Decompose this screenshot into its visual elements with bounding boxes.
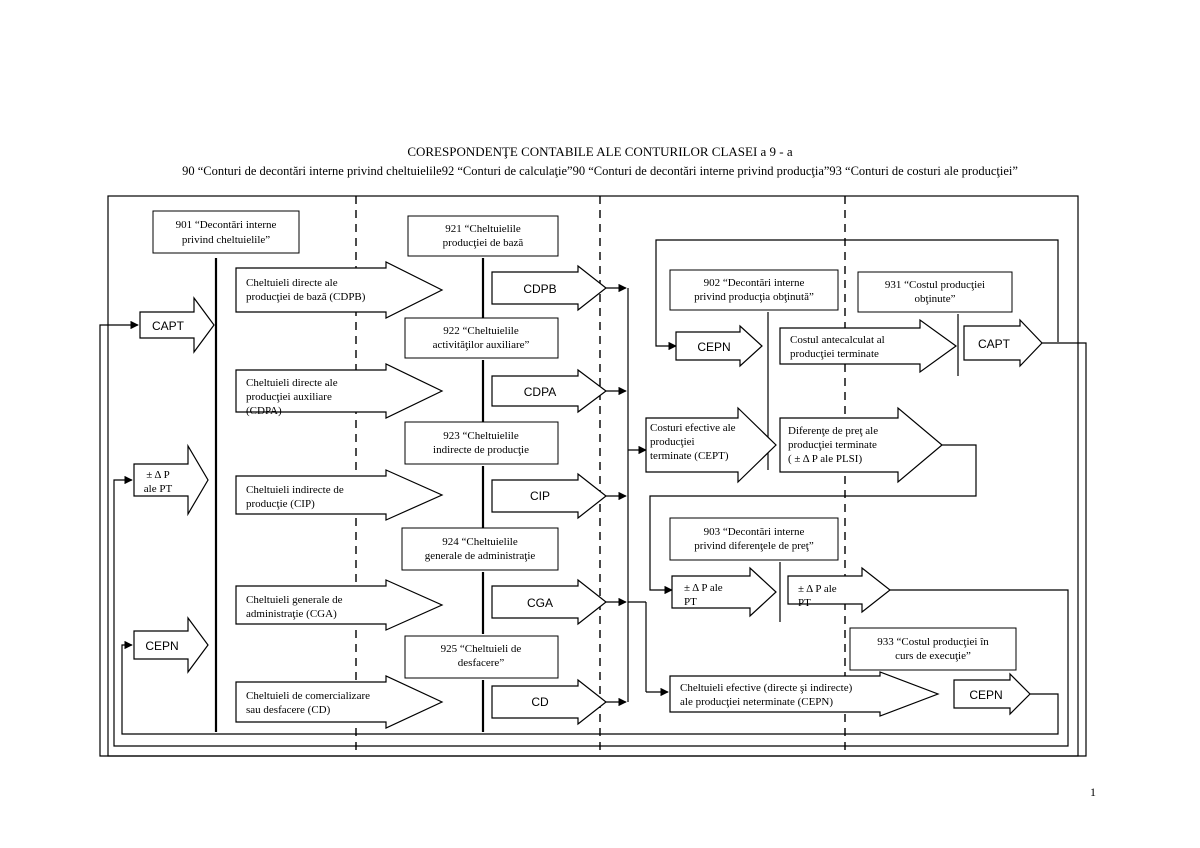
cept-label: terminate (CEPT) <box>650 450 729 462</box>
account-903-label: privind diferenţele de preţ” <box>694 540 814 552</box>
cdpa-expense-arrow <box>235 363 444 419</box>
account-933-label: 933 “Costul producţiei în <box>877 636 989 648</box>
cga-expense-label: Cheltuieli generale de <box>246 594 343 606</box>
capt-931-label: CAPT <box>978 337 1011 351</box>
delta-p-903-left-label: ± Δ P ale <box>684 582 723 594</box>
cd-small-arrow <box>491 678 607 726</box>
cd-expense-arrow <box>235 675 444 729</box>
cepn-902-arrow <box>675 324 763 368</box>
page-subtitle: 90 “Conturi de decontări interne privind… <box>182 164 1018 178</box>
cepn-902-label: CEPN <box>697 340 730 354</box>
cdpa-small-label: CDPA <box>524 385 556 399</box>
account-902-label: 902 “Decontări interne <box>704 277 805 289</box>
diferente-pret-label: Diferenţe de preţ ale <box>788 425 878 437</box>
cdpb-expense-label: producţiei de bază (CDPB) <box>246 291 366 303</box>
account-921-label: 921 “Cheltuielile <box>445 223 521 235</box>
account-923-label: indirecte de producţie <box>433 444 529 456</box>
cga-small-label: CGA <box>527 596 553 610</box>
account-901-label: privind cheltuielile” <box>182 234 270 246</box>
delta-p-left-label: ± Δ P <box>146 469 170 481</box>
cept-label: producţiei <box>650 436 695 448</box>
account-933-label: curs de execuţie” <box>895 650 971 662</box>
cga-small-arrow <box>491 578 607 626</box>
account-921-box <box>407 215 559 257</box>
account-903-box <box>669 517 839 561</box>
capt-931-arrow <box>963 318 1043 368</box>
account-902-label: privind producţia obţinută” <box>694 291 814 303</box>
diferente-pret-label: producţiei terminate <box>788 439 877 451</box>
cdpb-small-arrow <box>491 264 607 312</box>
cd-expense-label: sau desfacere (CD) <box>246 704 331 716</box>
connector-line <box>649 444 977 595</box>
cepn-long-arrow <box>669 671 940 717</box>
account-923-label: 923 “Cheltuielile <box>443 430 519 442</box>
cd-expense-label: Cheltuieli de comercializare <box>246 690 370 702</box>
return-loop-cepn <box>121 640 1059 735</box>
account-931-box <box>857 271 1013 313</box>
account-924-label: 924 “Cheltuielile <box>442 536 518 548</box>
connector-line <box>655 239 1059 351</box>
cip-small-arrow <box>491 472 607 520</box>
cepn-long-label: ale producţiei neterminate (CEPN) <box>680 696 833 708</box>
cdpb-small-label: CDPB <box>523 282 556 296</box>
account-924-label: generale de administraţie <box>425 550 536 562</box>
cga-expense-arrow <box>235 579 444 631</box>
account-901-label: 901 “Decontări interne <box>176 219 277 231</box>
capt-left-arrow <box>139 296 215 354</box>
delta-p-903-right-label: PT <box>798 597 811 609</box>
cepn-left-label: CEPN <box>145 639 178 653</box>
diferente-pret-arrow <box>779 406 943 484</box>
cepn-933-label: CEPN <box>969 688 1002 702</box>
return-loop-capt <box>99 320 1087 757</box>
account-931-label: obţinute” <box>915 293 956 305</box>
cdpb-expense-label: Cheltuieli directe ale <box>246 277 338 289</box>
page-number: 1 <box>1090 785 1096 799</box>
cepn-left-arrow <box>133 616 209 674</box>
delta-p-903-left-arrow <box>671 566 777 618</box>
delta-p-903-right-arrow <box>787 566 891 614</box>
delta-p-left-label: ale PT <box>144 483 173 495</box>
delta-p-903-left-label: PT <box>684 596 697 608</box>
cdpa-expense-label: producţiei auxiliare <box>246 391 332 403</box>
cepn-long-label: Cheltuieli efective (directe şi indirect… <box>680 682 853 694</box>
costul-antecalculat-arrow <box>779 318 958 374</box>
diferente-pret-label: ( ± Δ P ale PLSI) <box>788 453 862 465</box>
costul-antecalculat-label: Costul antecalculat al <box>790 334 885 346</box>
account-922-label: activităţilor auxiliare” <box>433 339 530 351</box>
capt-left-label: CAPT <box>152 319 185 333</box>
page-title: CORESPONDENŢE CONTABILE ALE CONTURILOR C… <box>407 144 793 159</box>
delta-p-left-arrow <box>133 443 209 517</box>
account-925-label: 925 “Cheltuieli de <box>441 643 522 655</box>
cd-small-label: CD <box>531 695 549 709</box>
cdpa-small-arrow <box>491 368 607 414</box>
cip-small-label: CIP <box>530 489 550 503</box>
account-923-box <box>404 421 559 465</box>
account-902-box <box>669 269 839 311</box>
cdpa-expense-label: (CDPA) <box>246 405 282 417</box>
cip-expense-label: producţie (CIP) <box>246 498 315 510</box>
account-925-box <box>404 635 559 679</box>
cepn-933-arrow <box>953 672 1031 716</box>
cip-expense-label: Cheltuieli indirecte de <box>246 484 344 496</box>
cip-expense-arrow <box>235 469 444 521</box>
account-922-box <box>404 317 559 359</box>
delta-p-903-right-label: ± Δ P ale <box>798 583 837 595</box>
account-921-label: producţiei de bază <box>443 237 524 249</box>
account-901-box <box>152 210 300 254</box>
account-925-label: desfacere” <box>458 657 505 669</box>
account-933-box <box>849 627 1017 671</box>
account-922-label: 922 “Cheltuielile <box>443 325 519 337</box>
costul-antecalculat-label: producţiei terminate <box>790 348 879 360</box>
account-903-label: 903 “Decontări interne <box>704 526 805 538</box>
cdpb-expense-arrow <box>235 261 444 319</box>
cept-arrow <box>645 406 777 484</box>
account-931-label: 931 “Costul producţiei <box>885 279 985 291</box>
cdpa-expense-label: Cheltuieli directe ale <box>246 377 338 389</box>
account-924-box <box>401 527 559 571</box>
cept-label: Costuri efective ale <box>650 422 736 434</box>
return-loop-delta-p <box>113 475 1069 747</box>
cga-expense-label: administraţie (CGA) <box>246 608 337 620</box>
